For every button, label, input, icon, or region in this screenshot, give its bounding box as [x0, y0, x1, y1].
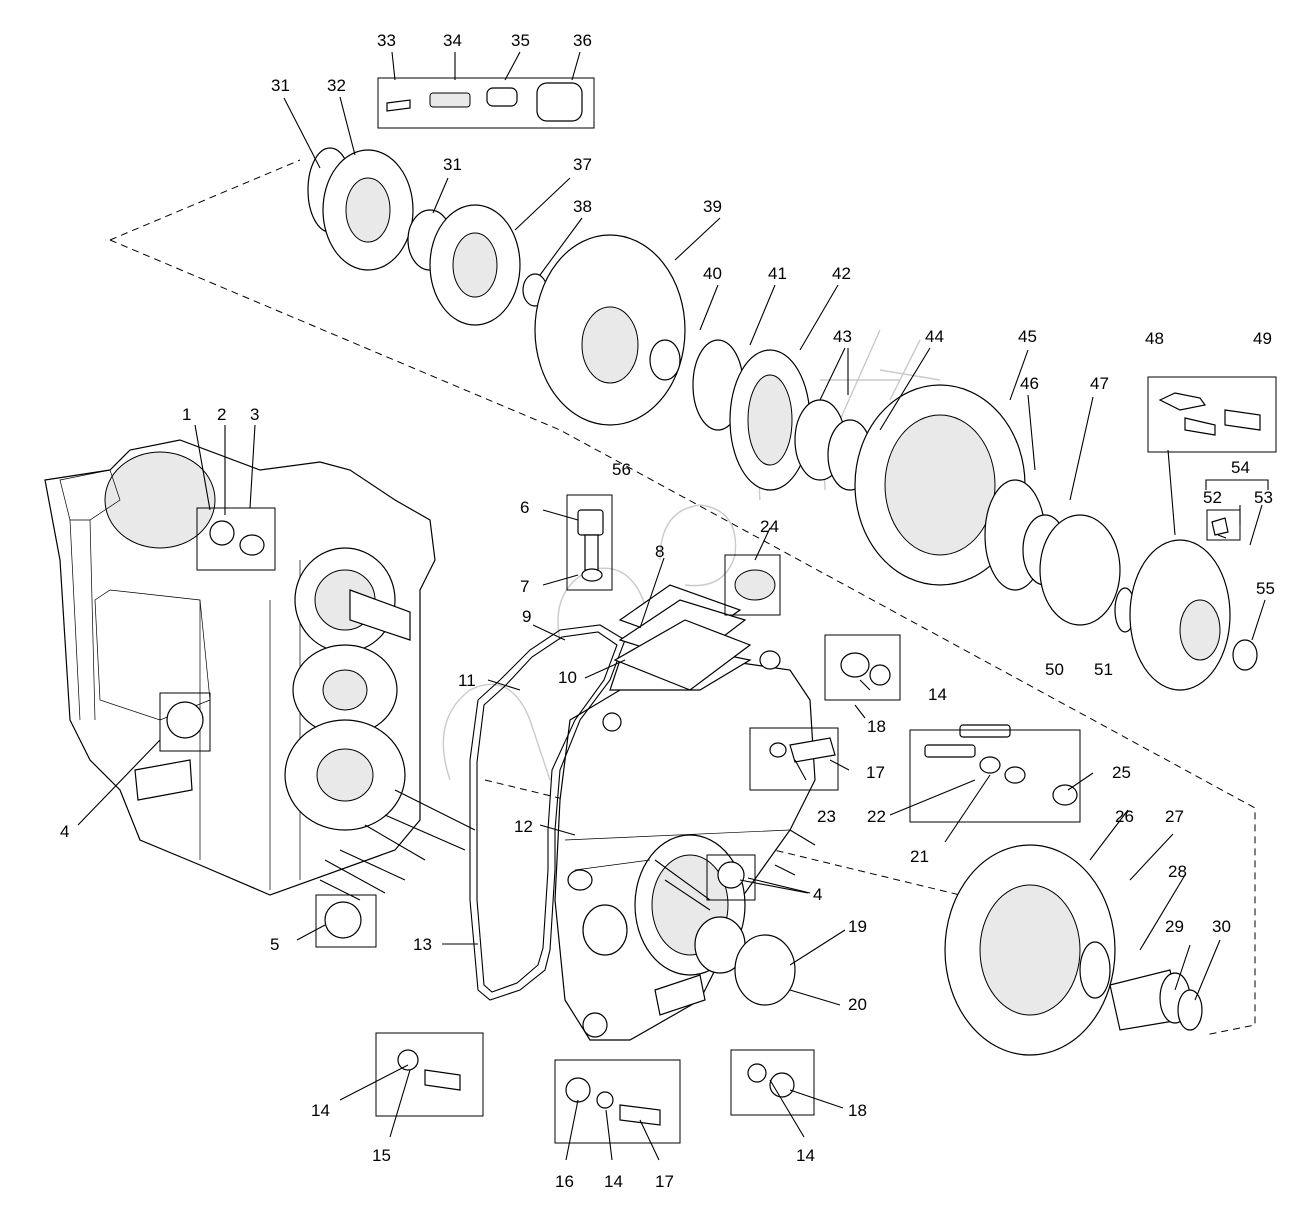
- callout-47: 47: [1090, 374, 1109, 393]
- callout-38: 38: [573, 197, 592, 216]
- callout-13: 13: [413, 935, 432, 954]
- callout-15: 15: [372, 1146, 391, 1165]
- callout-53: 53: [1254, 488, 1273, 507]
- callout-14-bottom-right: 14: [796, 1146, 815, 1165]
- callout-31-left: 31: [271, 76, 290, 95]
- callout-8: 8: [655, 542, 664, 561]
- callout-18-top: 18: [867, 717, 886, 736]
- callout-50: 50: [1045, 660, 1064, 679]
- callout-29: 29: [1165, 917, 1184, 936]
- gasket: [469, 624, 626, 1001]
- callout-28: 28: [1168, 862, 1187, 881]
- callout-14-bottom-left: 14: [311, 1101, 330, 1120]
- bracket-54: [1205, 479, 1269, 490]
- callout-40: 40: [703, 264, 722, 283]
- callout-37: 37: [573, 155, 592, 174]
- callout-35: 35: [511, 31, 530, 50]
- callout-34: 34: [443, 31, 462, 50]
- callout-54: 54: [1231, 458, 1250, 477]
- callout-14-top: 14: [928, 685, 947, 704]
- callout-1: 1: [182, 405, 191, 424]
- callout-32: 32: [327, 76, 346, 95]
- callout-22: 22: [867, 807, 886, 826]
- callout-49: 49: [1253, 329, 1272, 348]
- callout-boxes: [159, 77, 1277, 1144]
- callout-48: 48: [1145, 329, 1164, 348]
- callout-43: 43: [833, 327, 852, 346]
- callout-51: 51: [1094, 660, 1113, 679]
- callout-17-bottom: 17: [655, 1172, 674, 1191]
- callout-4-left: 4: [60, 822, 69, 841]
- clutch-discs: [307, 147, 1258, 691]
- callout-9: 9: [522, 607, 531, 626]
- callout-45: 45: [1018, 327, 1037, 346]
- callout-30: 30: [1212, 917, 1231, 936]
- callout-25: 25: [1112, 763, 1131, 782]
- callout-20: 20: [848, 995, 867, 1014]
- callout-41: 41: [768, 264, 787, 283]
- callout-56: 56: [612, 460, 631, 479]
- callout-11: 11: [458, 671, 476, 690]
- callout-5: 5: [270, 935, 279, 954]
- callout-23: 23: [817, 807, 836, 826]
- callout-17-right: 17: [866, 763, 885, 782]
- callout-10: 10: [558, 668, 577, 687]
- callout-31-center: 31: [443, 155, 462, 174]
- callout-4-right: 4: [813, 885, 822, 904]
- callout-27: 27: [1165, 807, 1184, 826]
- callout-46: 46: [1020, 374, 1039, 393]
- small-parts: [166, 82, 1261, 1126]
- callout-19: 19: [848, 917, 867, 936]
- callout-16: 16: [555, 1172, 574, 1191]
- callout-6: 6: [520, 498, 529, 517]
- lower-hub: [944, 844, 1203, 1056]
- callout-3: 3: [250, 405, 259, 424]
- callout-52: 52: [1203, 488, 1222, 507]
- callout-24: 24: [760, 517, 779, 536]
- leader-lines: [77, 51, 1266, 1161]
- callout-42: 42: [832, 264, 851, 283]
- callout-18-bottom: 18: [848, 1101, 867, 1120]
- callout-12: 12: [514, 817, 533, 836]
- callout-44: 44: [925, 327, 944, 346]
- callout-33: 33: [377, 31, 396, 50]
- callout-7: 7: [520, 577, 529, 596]
- callout-39: 39: [703, 197, 722, 216]
- callout-14-bottom-center: 14: [604, 1172, 623, 1191]
- gearbox-housing: [44, 439, 476, 901]
- callout-36: 36: [573, 31, 592, 50]
- callout-21: 21: [910, 847, 929, 866]
- callout-2: 2: [217, 405, 226, 424]
- callout-26: 26: [1115, 807, 1134, 826]
- callout-numbers: 1 2 3 4 4 5 6 7 8 9 10 11 12 13 14 14 14…: [60, 31, 1275, 1191]
- callout-55: 55: [1256, 579, 1275, 598]
